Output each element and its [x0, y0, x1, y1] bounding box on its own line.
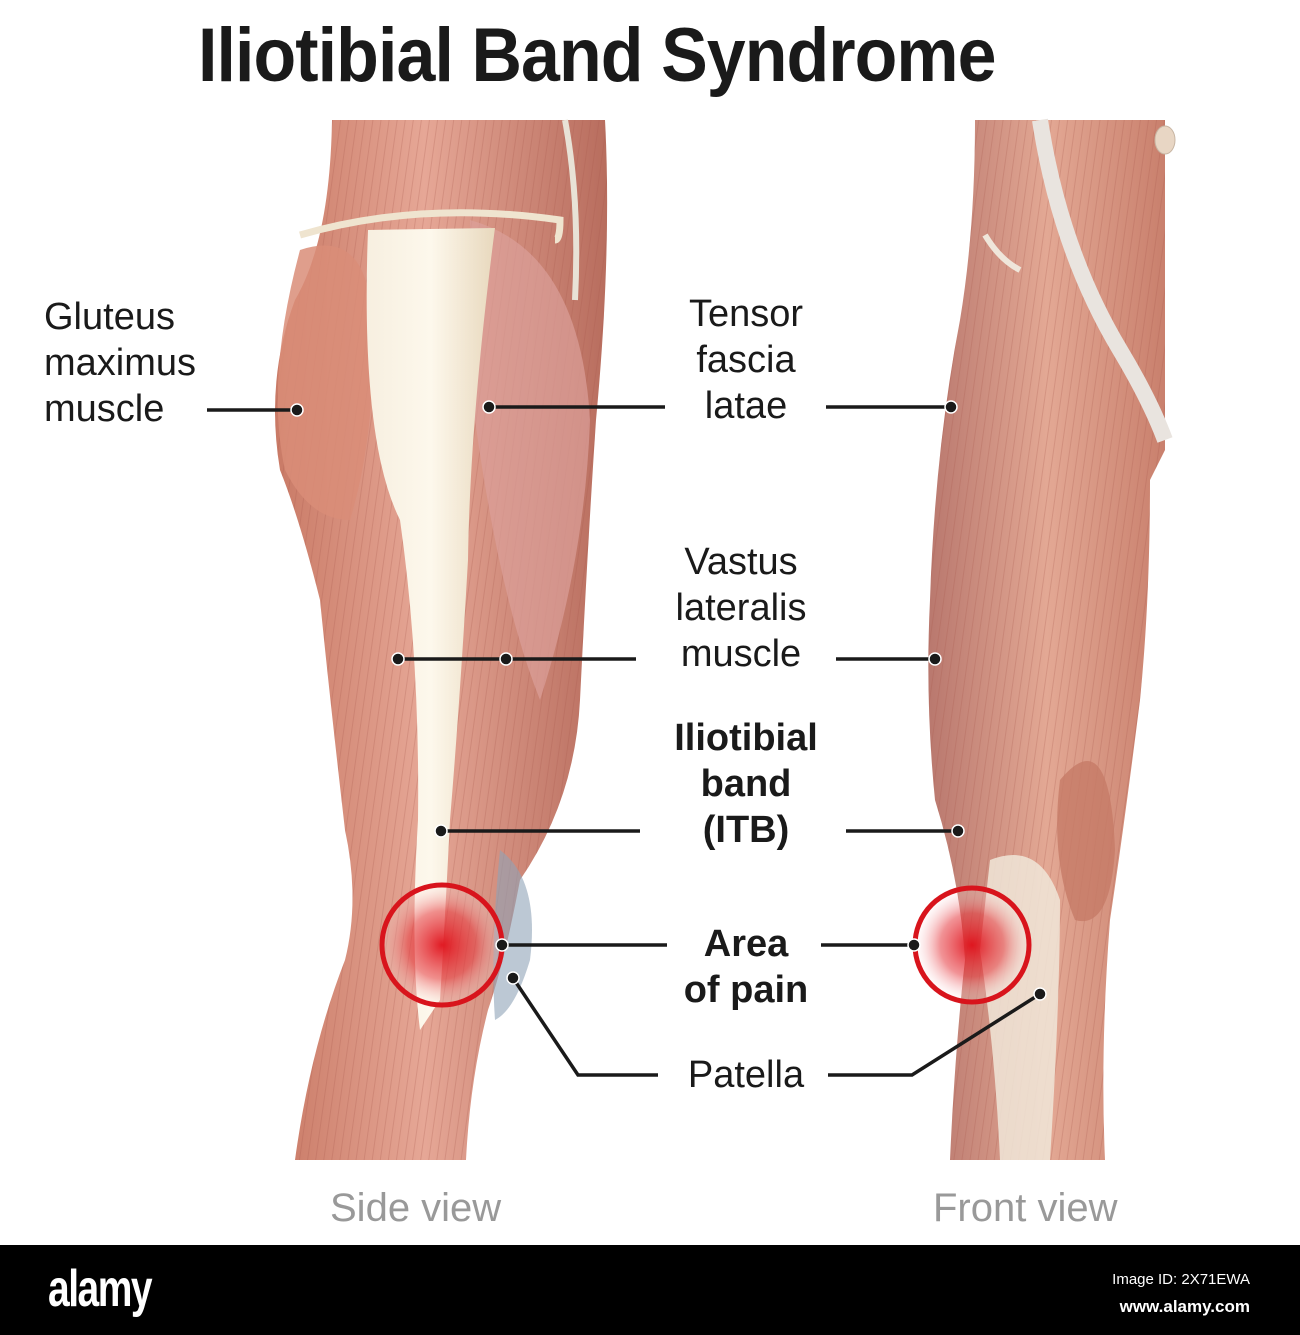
tensor-fascia-latae-shape	[470, 220, 590, 700]
dot-vastus-front	[928, 652, 942, 666]
alamy-logo: alamy	[48, 1260, 153, 1318]
anatomy-illustration	[207, 118, 1176, 1160]
dot-vastus-side-2	[499, 652, 513, 666]
pain-area-side	[379, 882, 505, 1008]
footer-url[interactable]: www.alamy.com	[1119, 1297, 1250, 1316]
knee-tendon-side	[493, 850, 532, 1020]
dot-patella-front	[1033, 987, 1047, 1001]
iliac-crest	[299, 209, 564, 244]
dot-patella-side	[506, 971, 520, 985]
leader-patella-left	[511, 977, 658, 1077]
caption-side-view: Side view	[330, 1186, 502, 1230]
label-patella: Patella	[687, 1054, 805, 1096]
side-view-leg	[275, 119, 608, 1160]
dot-tensor-side	[482, 400, 496, 414]
inguinal-band	[1032, 118, 1173, 443]
label-gluteus-maximus: Gluteus maximus muscle	[44, 296, 197, 430]
gluteus-maximus-shape	[277, 245, 373, 521]
dot-itb-front	[951, 824, 965, 838]
dot-itb-side	[434, 824, 448, 838]
label-vastus-lateralis: Vastus lateralis muscle	[675, 541, 807, 675]
vastus-medialis-shape	[1057, 761, 1115, 922]
dot-gluteus	[290, 403, 304, 417]
leader-lines	[207, 405, 1041, 1077]
label-iliotibial-band: Iliotibial band (ITB)	[674, 717, 818, 851]
watermark-footer: alamy Image ID: 2X71EWA www.alamy.com	[0, 1245, 1300, 1335]
label-area-of-pain: Area of pain	[683, 923, 809, 1011]
dot-tensor-front	[944, 400, 958, 414]
caption-front-view: Front view	[933, 1186, 1118, 1230]
leader-dots	[290, 400, 1047, 1001]
pain-area-front	[912, 885, 1032, 1005]
dot-pain-side	[495, 938, 509, 952]
label-tensor-fascia-latae: Tensor fascia latae	[688, 293, 804, 427]
image-id: Image ID: 2X71EWA	[1112, 1271, 1250, 1288]
iliotibial-band-side	[366, 228, 495, 1030]
dot-vastus-side-1	[391, 652, 405, 666]
leader-patella-right	[828, 992, 1041, 1077]
dot-pain-front	[907, 938, 921, 952]
diagram-title: Iliotibial Band Syndrome	[198, 13, 997, 98]
